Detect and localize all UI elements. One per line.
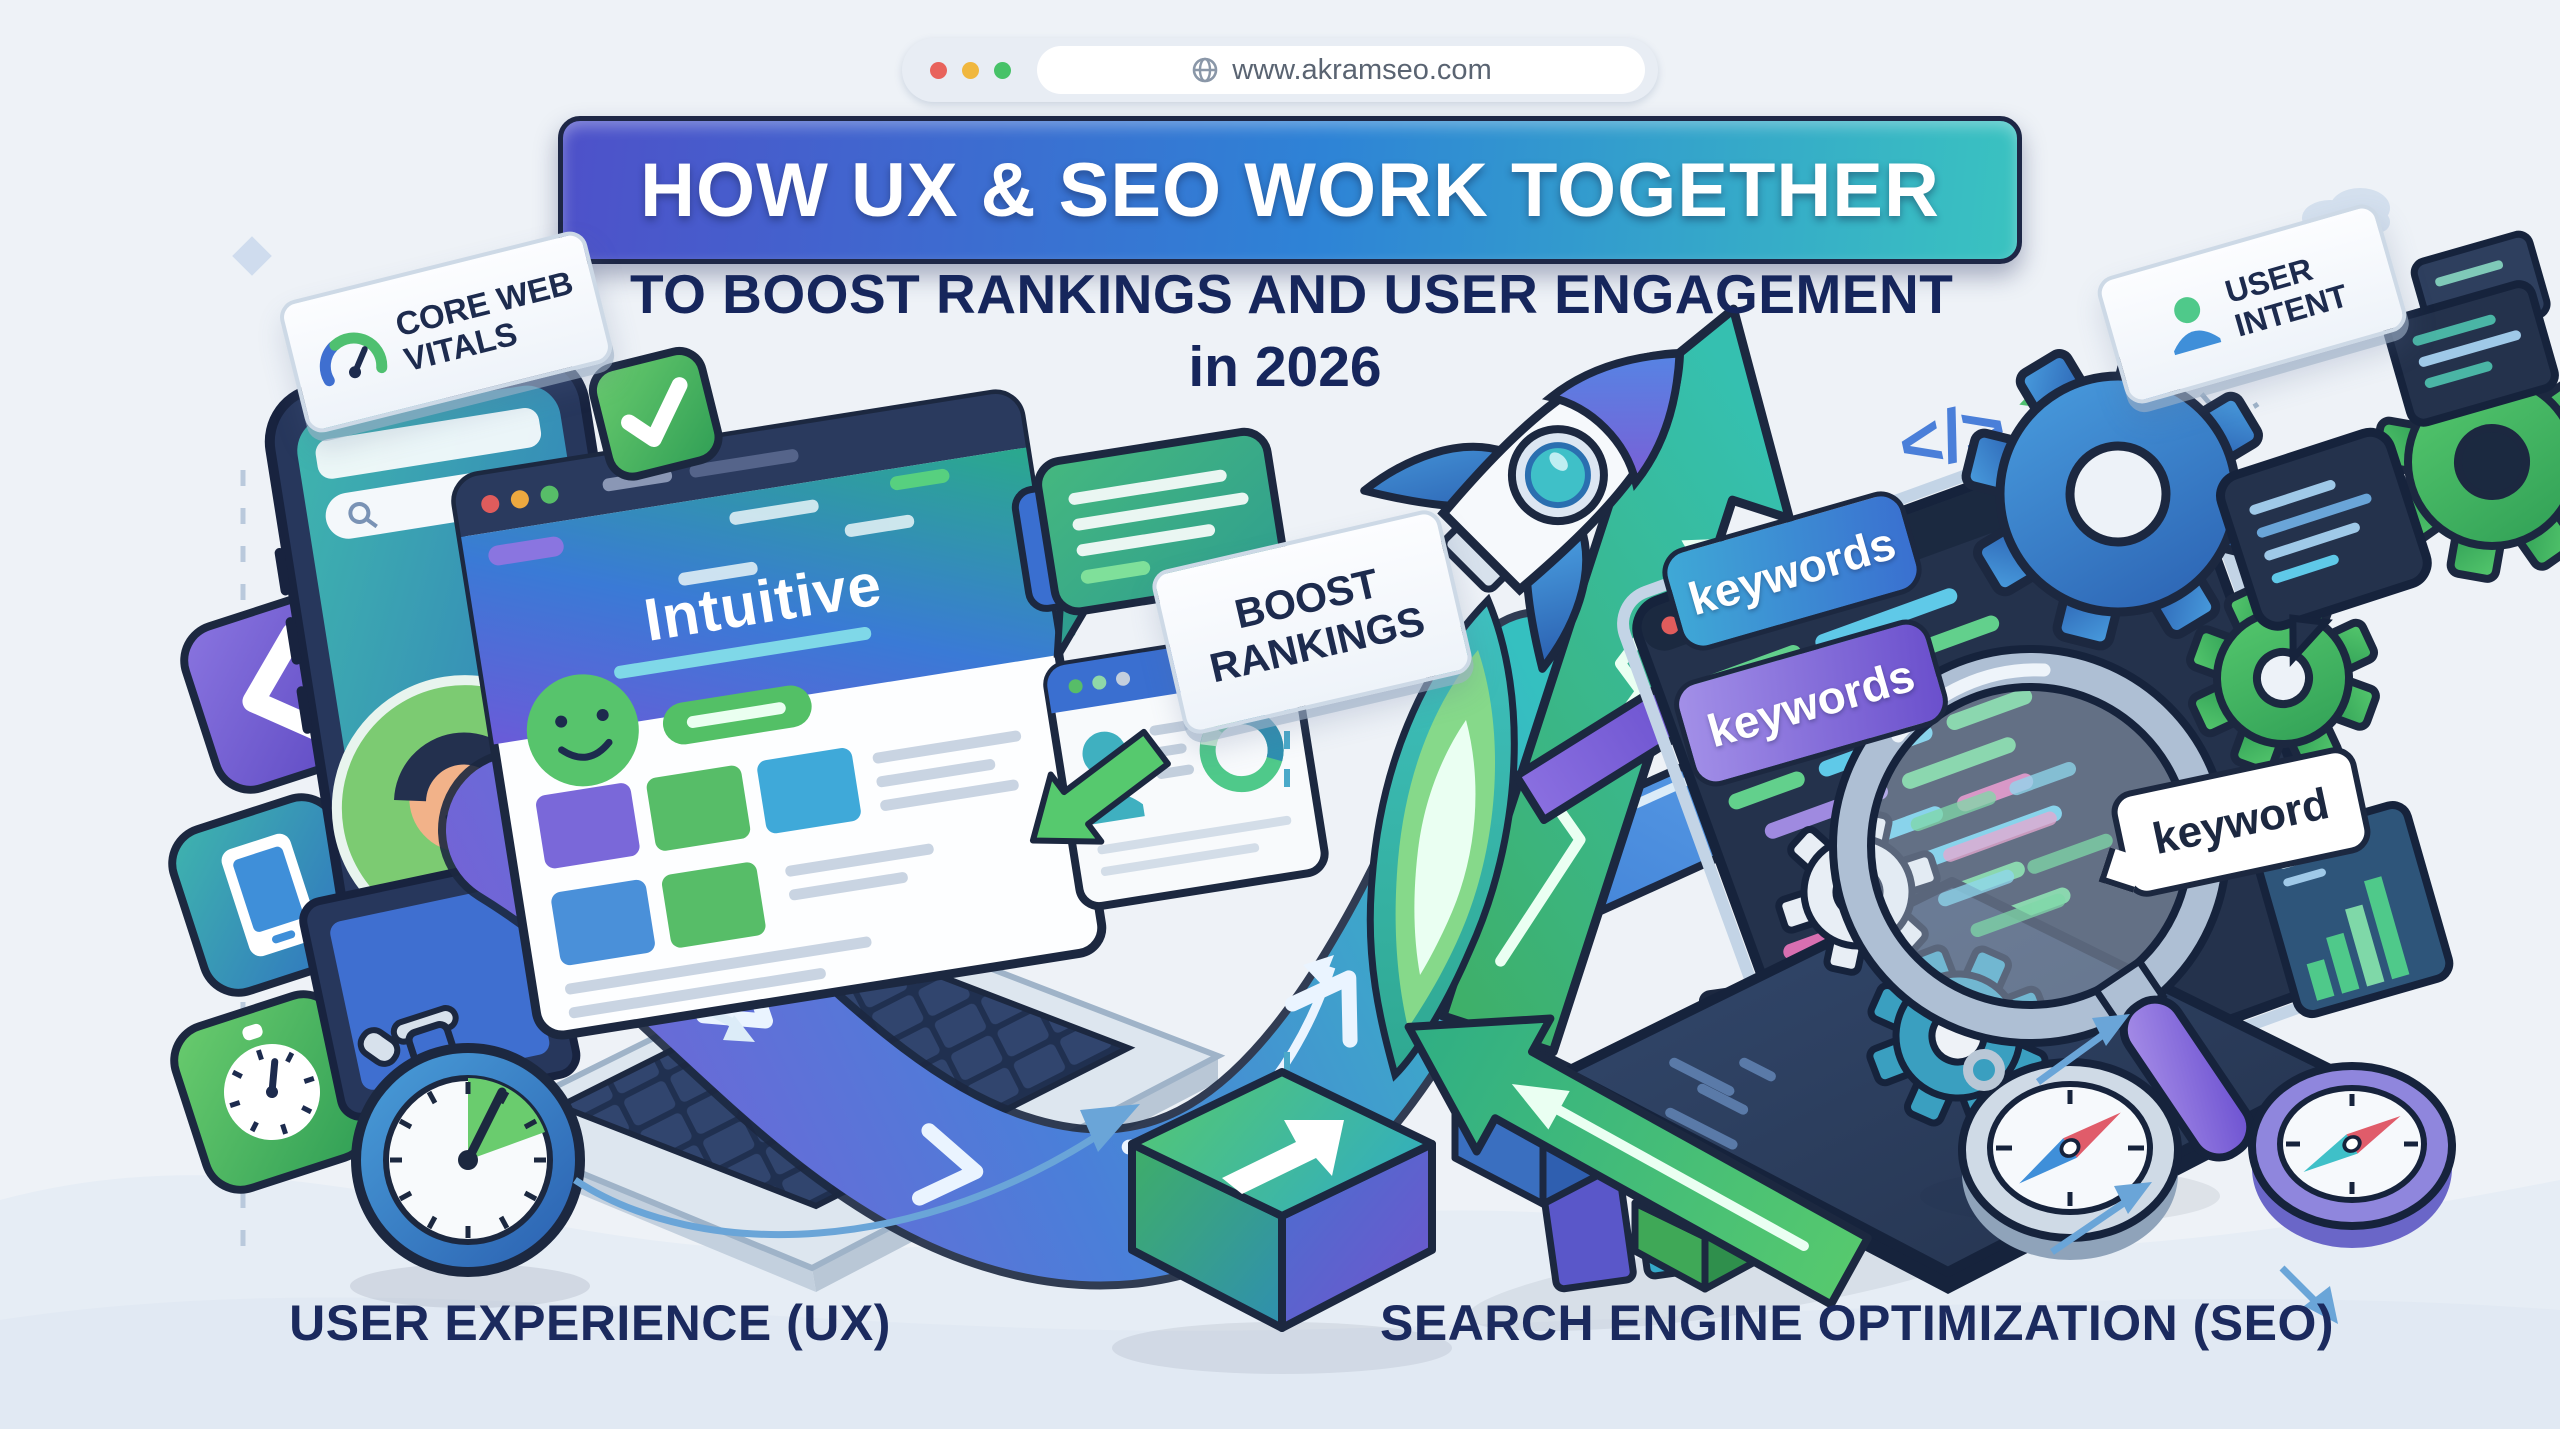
background-wave-2	[0, 1297, 2560, 1429]
gear-blue-large	[1961, 337, 2275, 651]
speed-tile	[170, 990, 374, 1194]
thin-arrow-center	[573, 1104, 1140, 1239]
user-intent-badge: USER INTENT	[2093, 200, 2411, 408]
magnified-code	[1910, 762, 2113, 937]
tablet-code-dashes	[1665, 1057, 1776, 1150]
traffic-dot-red	[481, 495, 500, 514]
rocket-flame	[1366, 593, 1518, 1082]
bubble-label: keyword	[2148, 778, 2334, 865]
stopwatch-icon	[224, 1023, 320, 1140]
subtitle-year: in 2026	[1188, 335, 1382, 399]
cta-button	[662, 685, 812, 745]
green-arrow-left	[1404, 1014, 1872, 1309]
mobile-phone-icon	[221, 833, 319, 957]
check-icon	[621, 377, 688, 448]
mini-bars-icon	[2306, 876, 2410, 1001]
close-window-dot	[930, 61, 947, 79]
back-chevron-icon	[242, 622, 336, 744]
compass-purple	[2248, 1062, 2456, 1248]
bubble-lines	[1068, 469, 1249, 557]
seo-section-label: SEARCH ENGINE OPTIMIZATION (SEO)	[1380, 1295, 2334, 1351]
growth-cube	[1128, 1068, 1436, 1332]
globe-icon	[1192, 57, 1218, 83]
window-controls	[930, 61, 1011, 79]
gauge-icon	[320, 332, 388, 387]
compass-needle	[2019, 1112, 2121, 1184]
magnifier-handle	[2091, 956, 2255, 1162]
hero-dashes	[678, 499, 915, 586]
green-arrow-small	[1029, 728, 1171, 845]
mini-code-cards	[2383, 230, 2559, 427]
content-tiles	[536, 748, 861, 966]
stopwatch	[350, 1005, 590, 1308]
user-icon	[2174, 297, 2222, 356]
subtitle: TO BOOST RANKINGS AND USER ENGAGEMENT	[630, 263, 1954, 325]
magnifying-glass	[1829, 645, 2255, 1224]
smiley-icon	[526, 674, 639, 787]
page-title: HOW UX & SEO WORK TOGETHER	[640, 147, 1940, 233]
thin-arrows-right	[2035, 1014, 2338, 1324]
code-chat-bubble	[2216, 427, 2432, 668]
url-text: www.akramseo.com	[1232, 53, 1492, 86]
up-right-arrow-icon	[1222, 1120, 1344, 1194]
content-lines	[565, 730, 1022, 1019]
core-web-vitals-badge: CORE WEB VITALS	[276, 227, 616, 437]
url-field[interactable]: www.akramseo.com	[1037, 46, 1645, 94]
browser-bar: www.akramseo.com	[902, 38, 1658, 102]
traffic-dot-green	[540, 485, 559, 504]
ux-section-label: USER EXPERIENCE (UX)	[289, 1295, 891, 1351]
minimize-window-dot	[962, 61, 979, 79]
rocket	[1360, 348, 1685, 673]
rocket-nose	[1541, 349, 1684, 492]
checkmark-tile	[588, 346, 723, 481]
compass-silver	[1958, 1049, 2182, 1260]
compass-loop	[1963, 1049, 2005, 1091]
maximize-window-dot	[994, 61, 1011, 79]
title-banner: HOW UX & SEO WORK TOGETHER	[558, 116, 2022, 264]
traffic-dot-orange	[510, 490, 529, 509]
compass-needle	[2303, 1116, 2401, 1172]
rocket-window	[1524, 442, 1591, 509]
ux-browser-window: Intuitive	[451, 389, 1107, 1040]
search-icon	[348, 502, 371, 525]
hero-underline	[614, 626, 872, 679]
